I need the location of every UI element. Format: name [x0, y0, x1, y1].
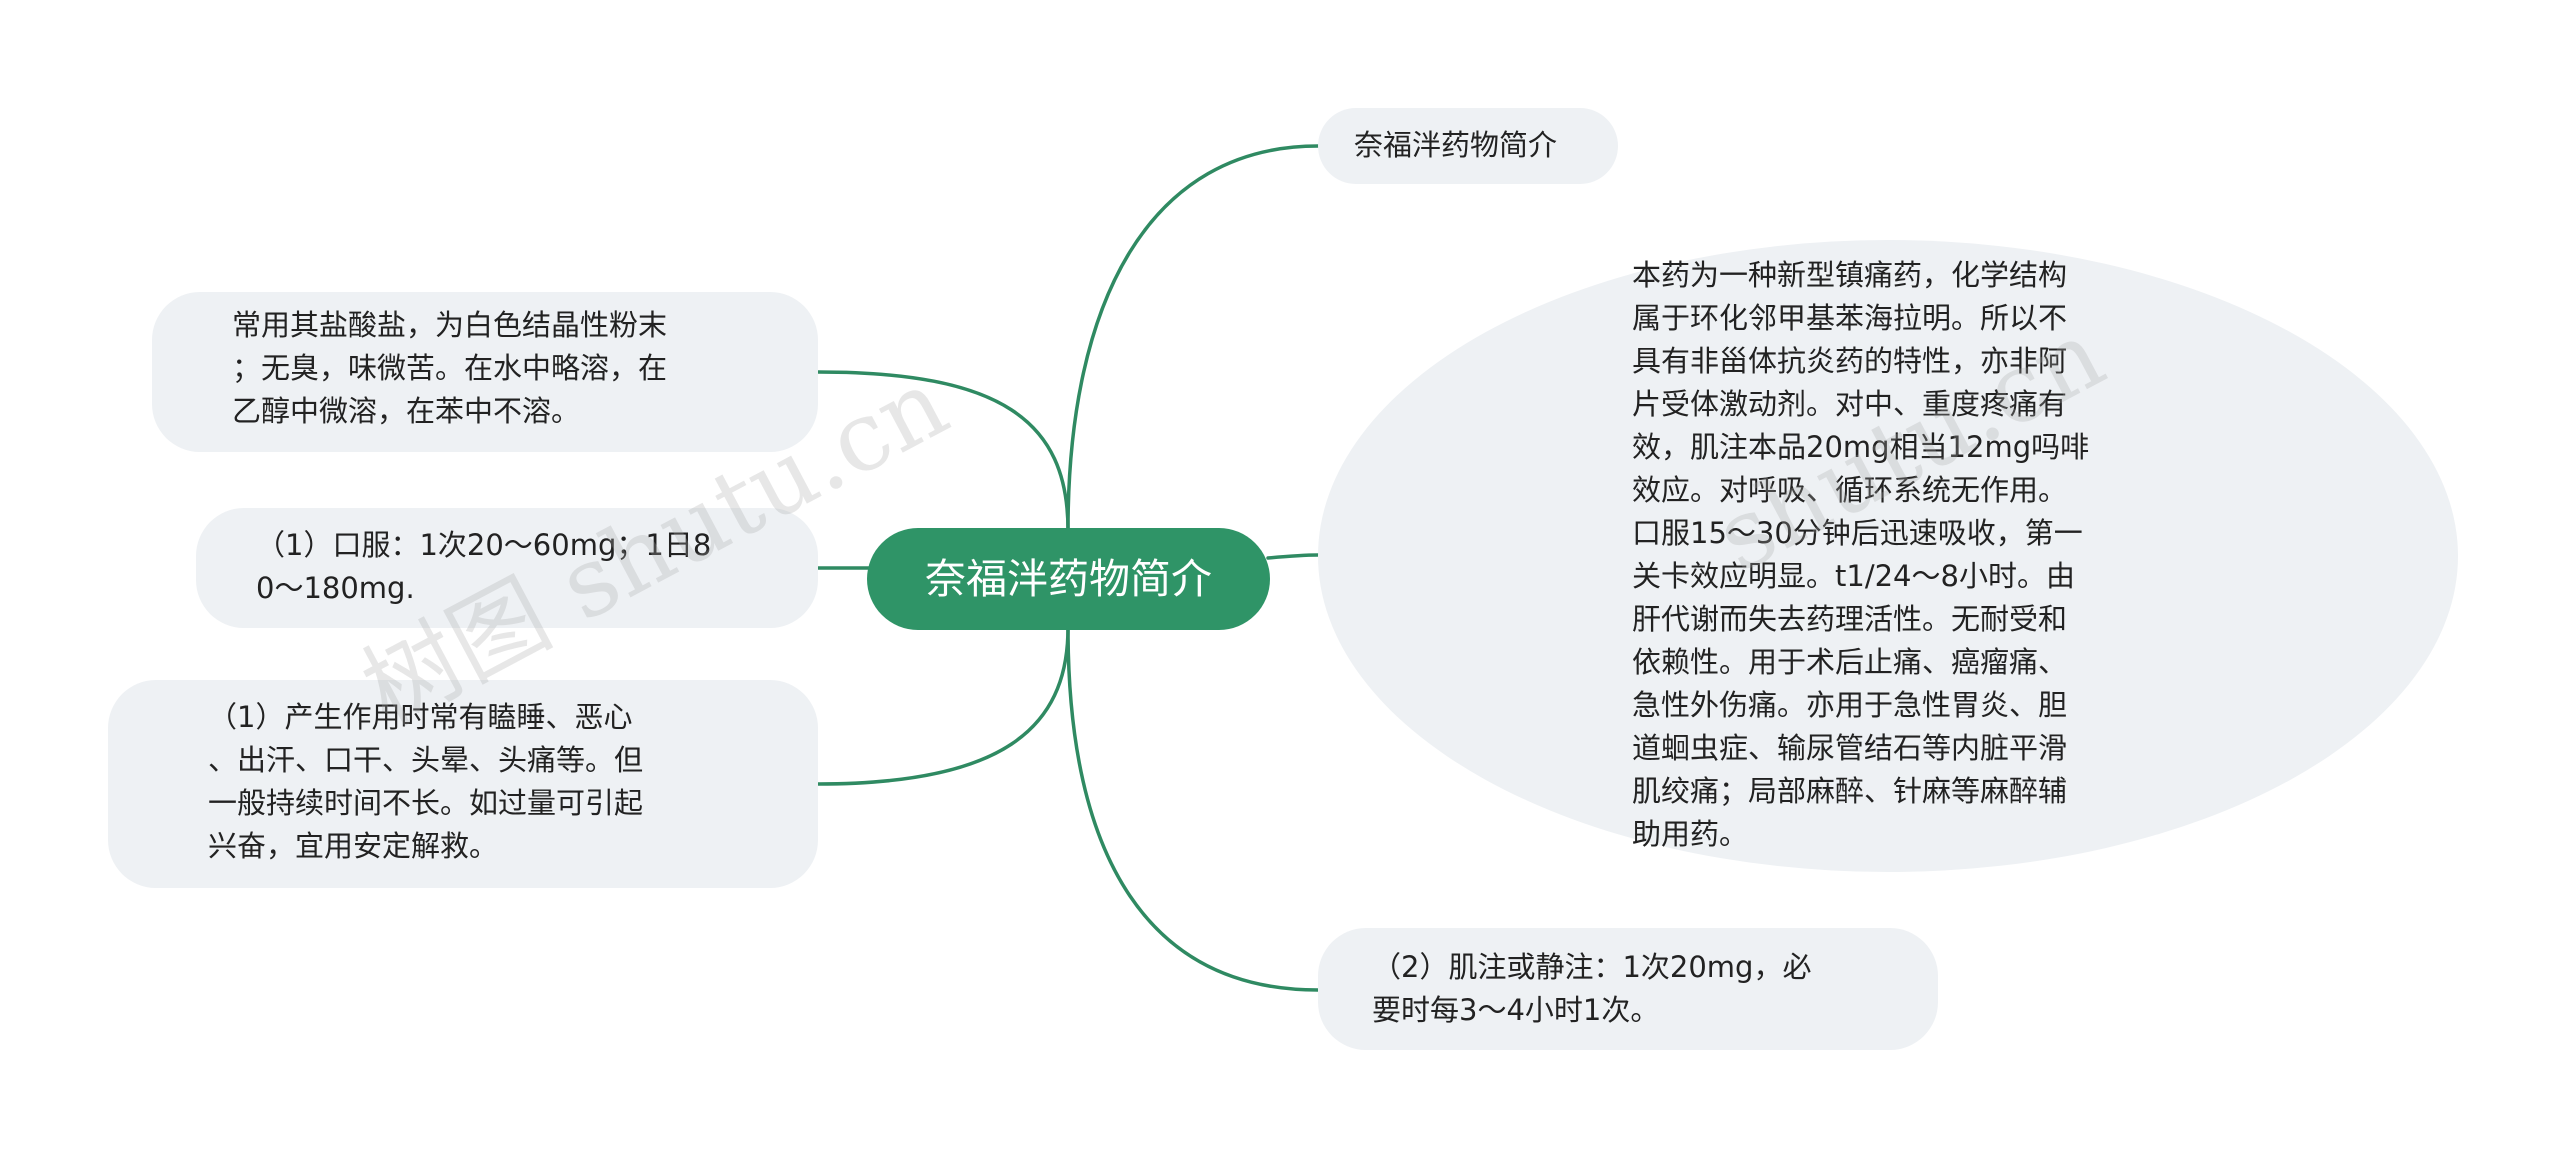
node-left-oral[interactable]: （1）口服：1次20～60mg；1日8 0～180mg.	[196, 508, 818, 628]
link-right-desc	[1266, 553, 1320, 560]
node-right-injection[interactable]: （2）肌注或静注：1次20mg，必 要时每3～4小时1次。	[1318, 928, 1938, 1050]
link-left-side-effect	[816, 626, 1070, 786]
link-right-title	[1066, 144, 1320, 532]
link-right-injection	[1066, 626, 1320, 992]
link-left-property	[816, 370, 1070, 532]
node-right-title[interactable]: 奈福泮药物简介	[1318, 108, 1618, 184]
node-right-description[interactable]: 本药为一种新型镇痛药，化学结构 属于环化邻甲基苯海拉明。所以不 具有非甾体抗炎药…	[1318, 240, 2458, 872]
node-left-side-effect[interactable]: （1）产生作用时常有瞌睡、恶心 、出汗、口干、头晕、头痛等。但 一般持续时间不长…	[108, 680, 818, 888]
node-left-property[interactable]: 常用其盐酸盐，为白色结晶性粉末 ；无臭，味微苦。在水中略溶，在 乙醇中微溶，在苯…	[152, 292, 818, 452]
central-topic[interactable]: 奈福泮药物简介	[867, 528, 1270, 630]
